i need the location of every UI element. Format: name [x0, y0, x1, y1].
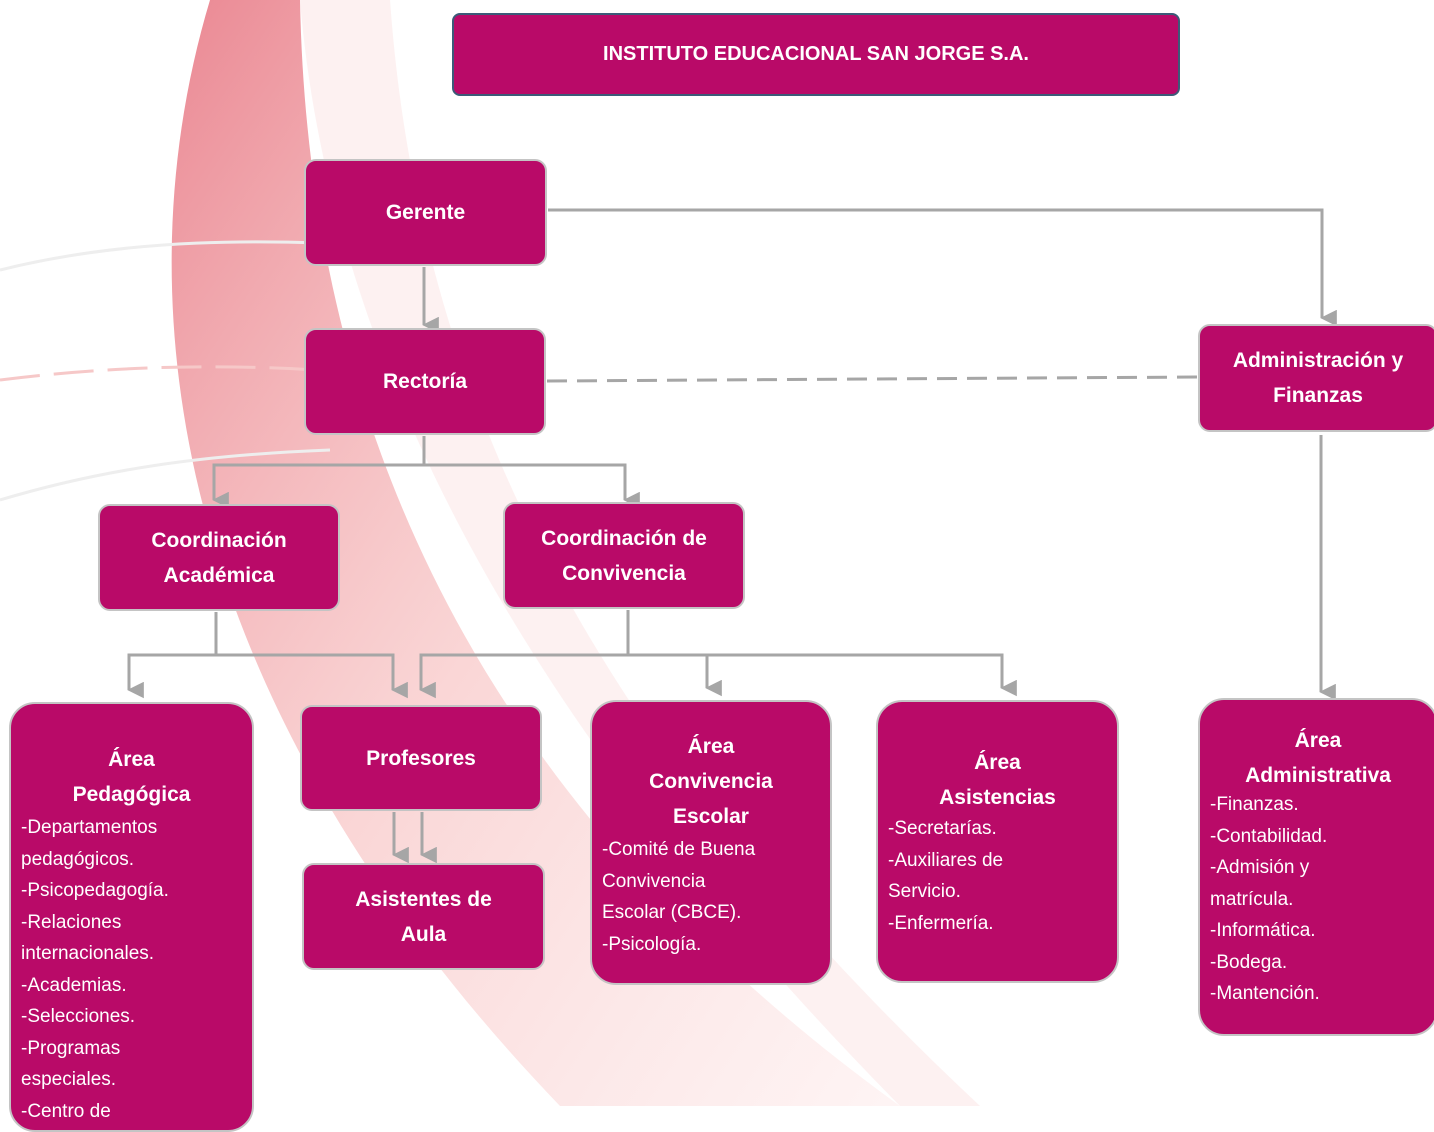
node-administracion-finanzas[interactable]: Administración y Finanzas	[1198, 324, 1434, 432]
node-coordinacion-academica-label-line1: Coordinación	[151, 528, 287, 552]
list-item: matrícula.	[1210, 888, 1294, 910]
list-item: -Finanzas.	[1210, 794, 1299, 815]
list-item: Convivencia	[602, 870, 706, 892]
list-item: -Secretarías.	[888, 818, 997, 839]
area-administrativa-title-line2: Administrativa	[1245, 764, 1391, 787]
node-rectoria[interactable]: Rectoría	[304, 328, 546, 435]
list-item: -Departamentos	[21, 817, 158, 838]
node-rectoria-label: Rectoría	[382, 370, 468, 393]
area-convivencia-title-line2: Convivencia	[649, 770, 773, 793]
list-item: -Informática.	[1210, 920, 1316, 941]
node-asistentes-aula[interactable]: Asistentes de Aula	[302, 863, 545, 970]
list-item: -Psicopedagogía.	[21, 880, 169, 901]
list-item: -Programas	[21, 1037, 121, 1059]
node-coordinacion-academica-label-line2: Académica	[163, 563, 275, 587]
node-profesores-label: Profesores	[366, 746, 476, 770]
list-item: -Auxiliares de	[888, 849, 1004, 871]
node-asistentes-aula-label-line1: Asistentes de	[355, 887, 492, 911]
list-item: pedagógicos.	[21, 848, 135, 870]
node-coordinacion-convivencia-label-line1: Coordinación de	[541, 526, 707, 550]
list-item: -Centro de	[21, 1100, 111, 1122]
area-asistencias-items: -Secretarías. -Auxiliares de Servicio. -…	[888, 813, 1107, 939]
node-coordinacion-academica[interactable]: Coordinación Académica	[98, 504, 340, 611]
list-item: -Mantención.	[1210, 983, 1320, 1004]
list-item: especiales.	[21, 1069, 117, 1090]
list-item: -Comité de Buena	[602, 839, 756, 860]
list-item: -Relaciones	[21, 911, 122, 933]
org-chart-title: INSTITUTO EDUCACIONAL SAN JORGE S.A.	[452, 13, 1180, 96]
list-item: -Enfermería.	[888, 912, 994, 934]
node-administracion-finanzas-label-line2: Finanzas	[1273, 384, 1363, 407]
list-item: -Bodega.	[1210, 951, 1288, 973]
area-administrativa[interactable]: Área Administrativa -Finanzas. -Contabil…	[1198, 698, 1434, 1036]
list-item: Escolar (CBCE).	[602, 902, 742, 923]
list-item: internacionales.	[21, 943, 155, 964]
area-convivencia-escolar[interactable]: Área Convivencia Escolar -Comité de Buen…	[590, 700, 832, 985]
node-coordinacion-convivencia-label-line2: Convivencia	[562, 561, 686, 585]
node-gerente[interactable]: Gerente	[304, 159, 547, 266]
area-pedagogica-items: -Departamentos pedagógicos. -Psicopedago…	[21, 812, 242, 1127]
node-coordinacion-convivencia[interactable]: Coordinación de Convivencia	[503, 502, 745, 609]
connector-lines	[127, 208, 1337, 864]
title-text: INSTITUTO EDUCACIONAL SAN JORGE S.A.	[603, 43, 1029, 65]
node-administracion-finanzas-label-line1: Administración y	[1232, 349, 1404, 372]
area-asistencias-title-line1: Área	[974, 751, 1021, 774]
node-profesores[interactable]: Profesores	[300, 705, 542, 811]
area-convivencia-title-line3: Escolar	[673, 805, 749, 828]
list-item: -Selecciones.	[21, 1006, 136, 1027]
area-pedagogica[interactable]: Área Pedagógica -Departamentos pedagógic…	[9, 702, 254, 1132]
list-item: -Academias.	[21, 974, 127, 996]
area-asistencias[interactable]: Área Asistencias -Secretarías. -Auxiliar…	[876, 700, 1119, 983]
area-convivencia-title-line1: Área	[687, 735, 735, 758]
list-item: -Psicología.	[602, 933, 702, 955]
area-administrativa-items: -Finanzas. -Contabilidad. -Admisión y ma…	[1210, 789, 1426, 1010]
list-item: -Admisión y	[1210, 857, 1310, 878]
area-pedagogica-title-line2: Pedagógica	[72, 783, 191, 806]
list-item: -Contabilidad.	[1210, 825, 1328, 847]
area-pedagogica-title-line1: Área	[108, 748, 155, 771]
node-gerente-label: Gerente	[385, 201, 466, 224]
area-convivencia-items: -Comité de Buena Convivencia Escolar (CB…	[602, 834, 820, 960]
node-asistentes-aula-label-line2: Aula	[400, 922, 447, 946]
area-asistencias-title-line2: Asistencias	[939, 786, 1056, 809]
area-administrativa-title-line1: Área	[1294, 729, 1342, 752]
list-item: Servicio.	[888, 881, 961, 902]
